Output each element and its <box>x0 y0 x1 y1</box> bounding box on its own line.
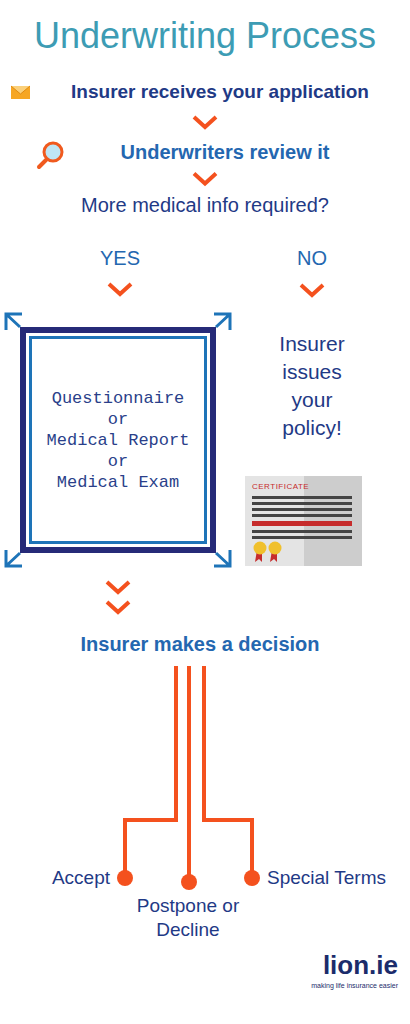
branch-connector <box>181 666 197 890</box>
branch-label: YES <box>70 246 170 270</box>
node-text: Special Terms <box>267 867 404 889</box>
corner-arrow <box>214 550 230 566</box>
step-text: Underwriters review it <box>60 140 390 164</box>
node-text: More medical info required? <box>0 193 410 217</box>
chevron-head <box>107 602 129 612</box>
chevron-head <box>301 285 323 295</box>
branch-dot <box>244 870 260 886</box>
connector-guide <box>118 553 119 632</box>
envelope-icon <box>11 86 30 99</box>
certificate-shade <box>304 476 362 566</box>
chevron-connector <box>194 104 216 140</box>
connector-guide <box>205 164 206 193</box>
node-text: Questionnaire <box>52 388 185 409</box>
branch-connector <box>204 666 260 886</box>
certificate-line <box>252 508 352 511</box>
branch-line <box>204 666 252 878</box>
node-text: or <box>108 451 128 472</box>
medal <box>269 542 282 555</box>
step-text: Insurer receives your application <box>34 80 406 104</box>
step-text: Insurer makes a decision <box>0 632 400 666</box>
node-text: Insurer receives your application <box>34 80 406 104</box>
chevron-head <box>107 582 129 592</box>
node-text: Insurer makes a decision <box>0 632 400 656</box>
result-text: Insurer issues your policy! <box>262 330 362 442</box>
node-text: Underwriters review it <box>60 140 390 164</box>
chevron-head <box>194 174 216 184</box>
node-text: or <box>108 409 128 430</box>
branch-line <box>187 666 191 882</box>
node-text: Insurer issues your policy! <box>262 330 362 442</box>
node-text: Accept <box>20 867 110 889</box>
connector-guide <box>312 217 313 330</box>
certificate-heading: CERTIFICATE <box>252 482 322 492</box>
options-box: QuestionnaireorMedical ReportorMedical E… <box>20 327 216 553</box>
branch-label: NO <box>262 246 362 270</box>
certificate-line <box>252 496 352 499</box>
magnifier-lens <box>44 143 62 161</box>
decision-option: Accept <box>20 867 125 889</box>
certificate-line <box>252 530 352 533</box>
branch-dot <box>117 870 133 886</box>
chevron-head <box>194 117 216 127</box>
certificate-band <box>252 521 352 526</box>
chevron-head <box>109 284 131 294</box>
question-text: More medical info required? <box>0 193 410 217</box>
frame-corners <box>6 314 230 566</box>
certificate-line <box>252 514 352 517</box>
connector-guide <box>205 104 206 140</box>
certificate-line <box>252 536 352 539</box>
certificate-card <box>245 476 362 566</box>
chevron-connector <box>301 217 323 330</box>
logo-tagline: making life insurance easier <box>260 981 398 990</box>
branch-connector <box>117 666 176 886</box>
chevron-connector <box>194 164 216 193</box>
branch-line <box>125 666 176 878</box>
branch-dot <box>181 874 197 890</box>
medal-ribbon <box>270 550 277 562</box>
corner-arrow <box>214 314 230 330</box>
medal <box>254 542 267 555</box>
certificate-illustration <box>245 476 362 566</box>
node-text: Medical Report <box>47 430 190 451</box>
chevron-connector <box>107 553 129 632</box>
magnifier-icon <box>39 143 62 167</box>
envelope-flap <box>11 86 30 94</box>
magnifier-handle <box>39 160 46 167</box>
decision-option: Postpone or Decline <box>128 882 248 942</box>
logo-text: lion.ie <box>290 950 398 980</box>
chevron-connector <box>109 217 131 327</box>
diagram-title: Underwriting Process <box>0 14 410 58</box>
node-text: Postpone or Decline <box>128 894 248 942</box>
connector-guide <box>120 217 121 327</box>
envelope-body <box>11 86 30 99</box>
node-text: Medical Exam <box>57 472 179 493</box>
certificate-line <box>252 502 352 505</box>
decision-option: Special Terms <box>252 867 404 889</box>
medal-ribbon <box>255 550 262 562</box>
